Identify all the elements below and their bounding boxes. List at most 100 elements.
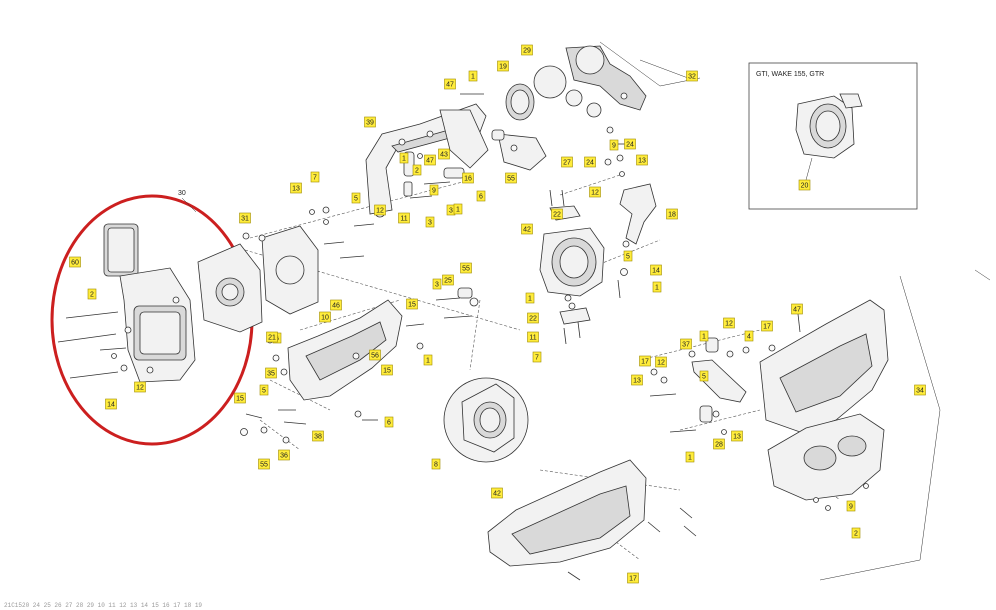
callout-label: 13 <box>292 186 300 193</box>
callout-label: 46 <box>332 303 340 310</box>
callout-12: 12 <box>723 317 735 329</box>
rocker-arm[interactable] <box>649 313 801 435</box>
throttle-detail-circle <box>443 377 529 463</box>
callout-label: 13 <box>733 434 741 441</box>
callout-16: 16 <box>462 172 474 184</box>
callout-label: 17 <box>629 576 637 583</box>
callout-label: 55 <box>260 462 268 469</box>
callout-2: 2 <box>87 288 97 300</box>
callout-label: 1 <box>702 334 706 341</box>
callout-1: 1 <box>468 70 478 82</box>
callout-46: 46 <box>330 299 342 311</box>
callout-label: 15 <box>408 302 416 309</box>
callout-1: 1 <box>685 451 695 463</box>
callout-24: 24 <box>624 138 636 150</box>
callout-label: 60 <box>71 260 79 267</box>
callout-label: 4 <box>747 334 751 341</box>
callout-label: 9 <box>612 143 616 150</box>
callout-label: 13 <box>638 158 646 165</box>
callout-1: 1 <box>699 330 709 342</box>
callout-12: 12 <box>655 356 667 368</box>
callout-label: 17 <box>763 324 771 331</box>
callout-label: 5 <box>702 374 706 381</box>
curved-bracket[interactable] <box>619 183 657 245</box>
callout-label: 5 <box>626 254 630 261</box>
top-clamp-assembly[interactable] <box>497 45 647 171</box>
spacers-center <box>405 129 505 350</box>
callout-label: 32 <box>688 74 696 81</box>
callout-label: 15 <box>383 368 391 375</box>
callout-label: 29 <box>523 48 531 55</box>
callout-38: 38 <box>312 430 324 442</box>
callout-12: 12 <box>134 381 146 393</box>
callout-label: 3 <box>449 208 453 215</box>
callout-label: 6 <box>479 194 483 201</box>
callout-24: 24 <box>584 156 596 168</box>
callout-label: 17 <box>641 359 649 366</box>
callout-5: 5 <box>259 384 269 396</box>
callout-label: 5 <box>354 196 358 203</box>
callout-5: 5 <box>351 192 361 204</box>
center-bracket[interactable] <box>287 299 403 421</box>
callout-label: 8 <box>434 462 438 469</box>
callout-42: 42 <box>491 487 503 499</box>
fastener-cluster-left <box>240 206 375 444</box>
callout-inset: 20 <box>798 179 811 191</box>
exhaust-cover[interactable] <box>487 459 697 581</box>
callout-17: 17 <box>639 355 651 367</box>
callout-13: 13 <box>731 430 743 442</box>
callout-2: 2 <box>412 164 422 176</box>
callout-42: 42 <box>521 223 533 235</box>
housing-plate[interactable] <box>197 225 319 333</box>
callout-5: 5 <box>699 370 709 382</box>
long-bolts <box>57 311 128 379</box>
callout-1: 1 <box>652 281 662 293</box>
callout-35: 35 <box>265 367 277 379</box>
throttle-body[interactable] <box>539 227 605 297</box>
callout-label: 1 <box>688 455 692 462</box>
callout-label: 39 <box>366 120 374 127</box>
callout-label: 47 <box>793 307 801 314</box>
callout-3: 3 <box>425 216 435 228</box>
callout-label: 56 <box>371 353 379 360</box>
callout-label: 12 <box>657 360 665 367</box>
callout-13: 13 <box>631 374 643 386</box>
callout-43: 43 <box>438 148 450 160</box>
callout-60: 60 <box>69 256 81 268</box>
callout-31: 31 <box>239 212 251 224</box>
callout-label: 1 <box>426 358 430 365</box>
callout-5: 5 <box>623 250 633 262</box>
callout-9: 9 <box>609 139 619 151</box>
callout-9: 9 <box>429 184 439 196</box>
callout-label: 55 <box>507 176 515 183</box>
callout-label: 16 <box>464 176 472 183</box>
callout-29: 29 <box>521 44 533 56</box>
callout-14: 14 <box>105 398 117 410</box>
callout-label: 2 <box>90 292 94 299</box>
callout-13: 13 <box>290 182 302 194</box>
callout-label: 31 <box>241 216 249 223</box>
callout-15: 15 <box>406 298 418 310</box>
callout-label: 12 <box>591 190 599 197</box>
actuator-assembly[interactable] <box>103 223 196 383</box>
callout-label: 6 <box>387 420 391 427</box>
callout-label: 10 <box>321 315 329 322</box>
callout-label: 47 <box>446 82 454 89</box>
callout-label: 12 <box>136 385 144 392</box>
callout-7: 7 <box>310 171 320 183</box>
callout-label: 14 <box>652 268 660 275</box>
callout-11: 11 <box>398 212 410 224</box>
callout-label: 12 <box>376 208 384 215</box>
callout-21: 21 <box>266 331 278 343</box>
muffler-housing[interactable] <box>759 299 889 511</box>
callout-3: 3 <box>432 278 442 290</box>
callout-47: 47 <box>444 78 456 90</box>
callout-label: 1 <box>528 296 532 303</box>
callout-label: 35 <box>267 371 275 378</box>
callout-label: 1 <box>402 156 406 163</box>
callout-1: 1 <box>453 203 463 215</box>
callout-label: 42 <box>493 491 501 498</box>
callout-17: 17 <box>761 320 773 332</box>
upper-handle-bracket[interactable] <box>365 103 489 218</box>
callout-28: 28 <box>713 438 725 450</box>
